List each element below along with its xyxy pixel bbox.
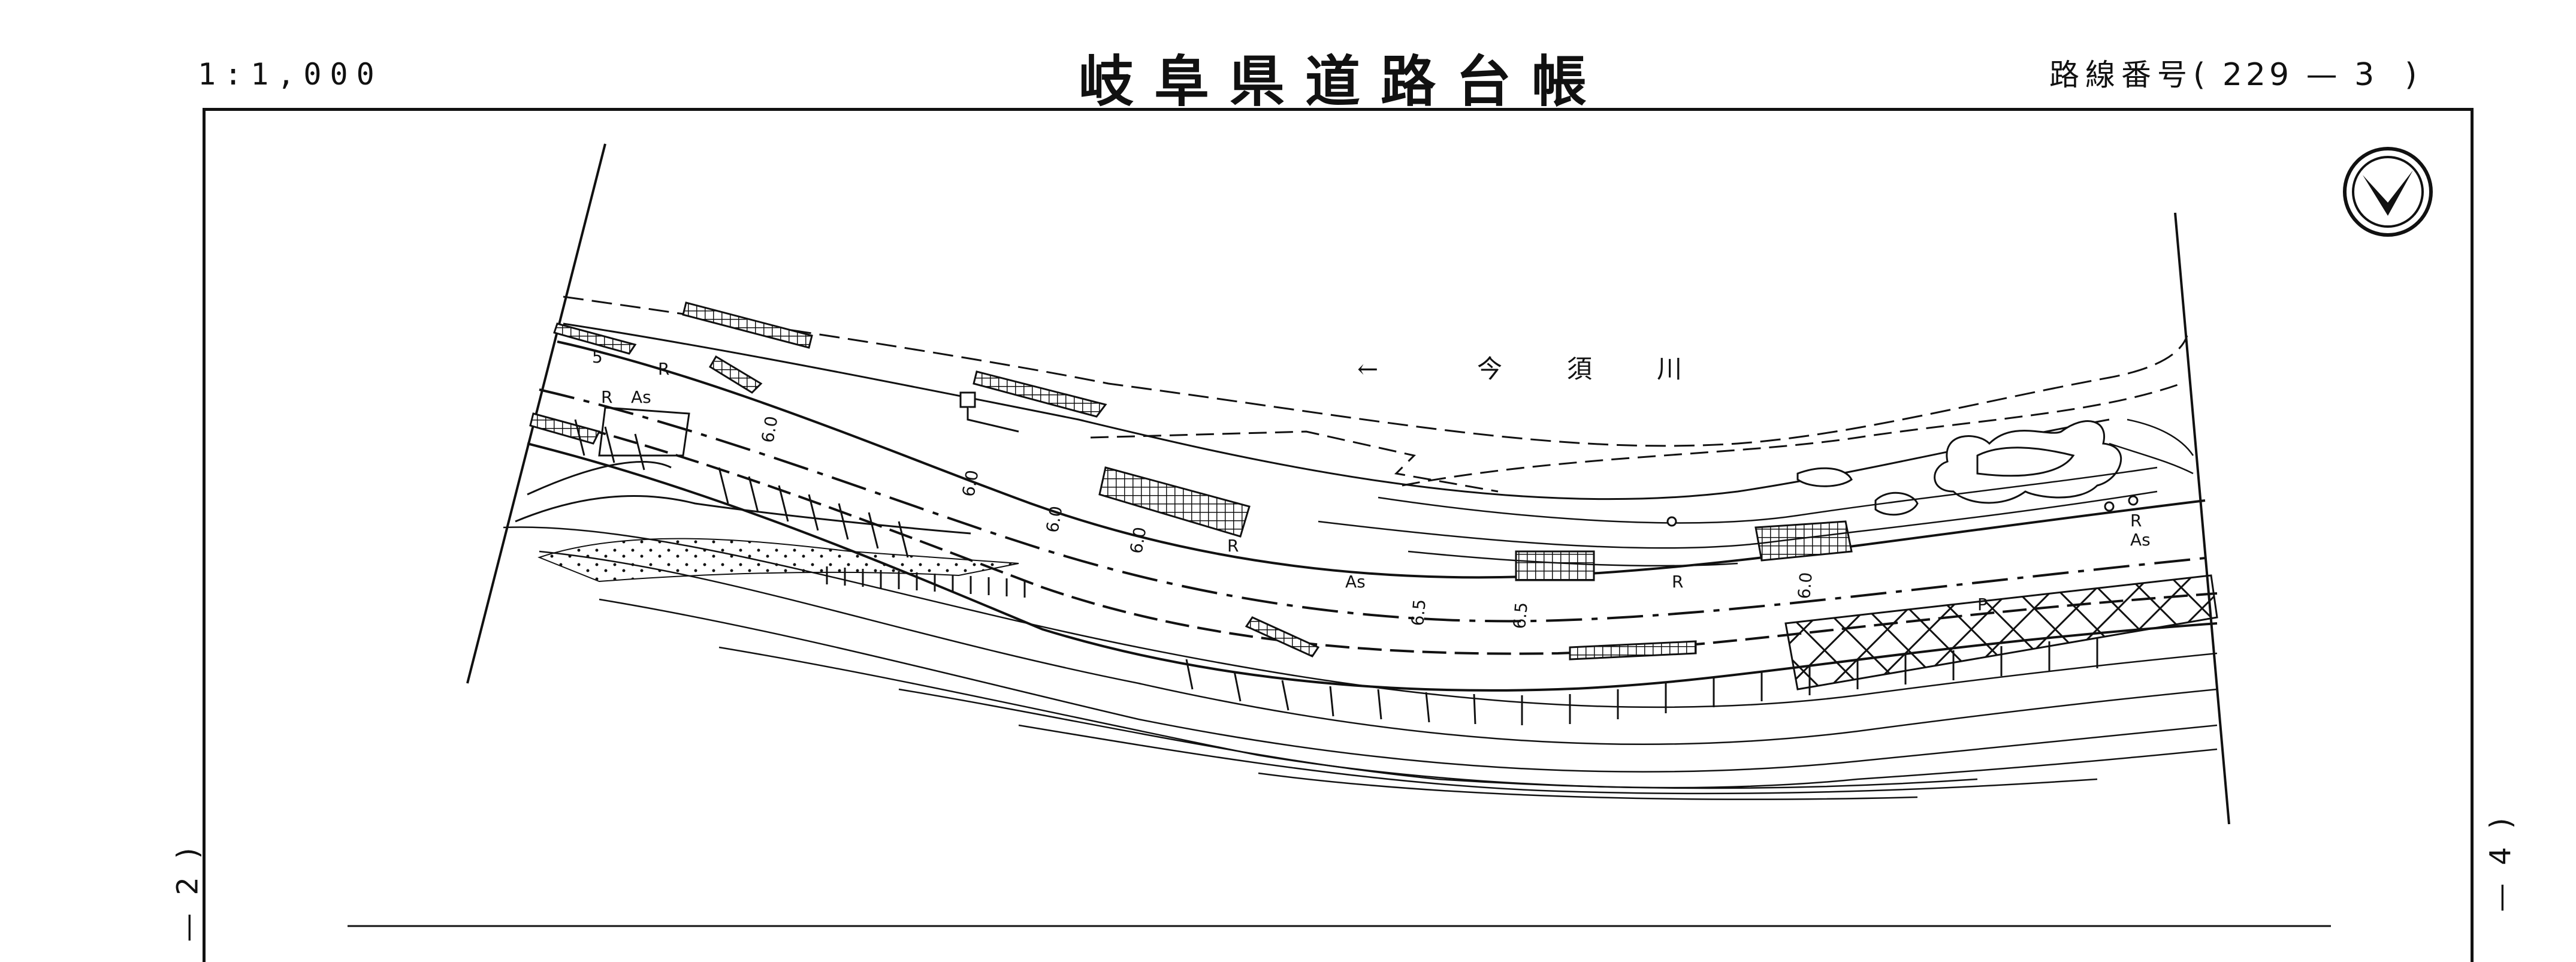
edge-label-r-2: R — [601, 387, 612, 407]
branch-road — [515, 406, 971, 535]
edge-label-r-3: R — [1227, 536, 1239, 556]
structures — [529, 301, 2218, 690]
river-name-char-3: 川 — [1657, 354, 1682, 384]
slope-ticks — [574, 419, 2098, 725]
road-plan-map: ← 今 須 川 As As As R R R R R P 5 6.0 6.0 6… — [348, 143, 2331, 927]
surface-label-as-1: As — [631, 387, 651, 407]
map-frame — [203, 108, 2474, 962]
width-label-6: 6.5 — [1509, 601, 1532, 629]
river-name-char-1: 今 — [1477, 354, 1502, 384]
river-banks — [563, 295, 2188, 500]
upper-contours — [1318, 418, 2194, 567]
embankment — [537, 538, 1019, 583]
river-name-char-2: 須 — [1567, 354, 1592, 384]
page-title: 岐阜県道路台帳 — [1079, 50, 1608, 114]
width-label-4: 6.0 — [1126, 526, 1150, 556]
markers — [959, 391, 2139, 527]
width-label-5: 6.5 — [1408, 598, 1430, 626]
vegetation — [1796, 420, 2122, 516]
parking-label-p: P — [1977, 595, 1988, 614]
route-label: 路線番号 — [2049, 58, 2193, 92]
surface-label-as-3: As — [2130, 530, 2151, 550]
width-label-7: 6.0 — [1794, 571, 1816, 599]
width-label-1: 6.0 — [757, 415, 781, 445]
edge-label-r-5: R — [2130, 511, 2142, 530]
edge-label-r-4: R — [1672, 572, 1683, 592]
river-arrow: ← — [1357, 354, 1378, 384]
north-arrow-icon — [2340, 144, 2436, 242]
map-scale: 1:1,000 — [198, 57, 383, 92]
route-number: 路線番号( 229 — 3 ) — [2049, 51, 2421, 94]
width-label-2: 6.0 — [958, 469, 982, 499]
surface-label-as-2: As — [1345, 572, 1366, 592]
station-label: 5 — [592, 347, 603, 367]
width-label-3: 6.0 — [1042, 505, 1066, 535]
route-value: ( 229 — 3 ) — [2193, 57, 2421, 93]
contour-lines — [503, 526, 2218, 800]
edge-label-r-1: R — [658, 359, 669, 379]
